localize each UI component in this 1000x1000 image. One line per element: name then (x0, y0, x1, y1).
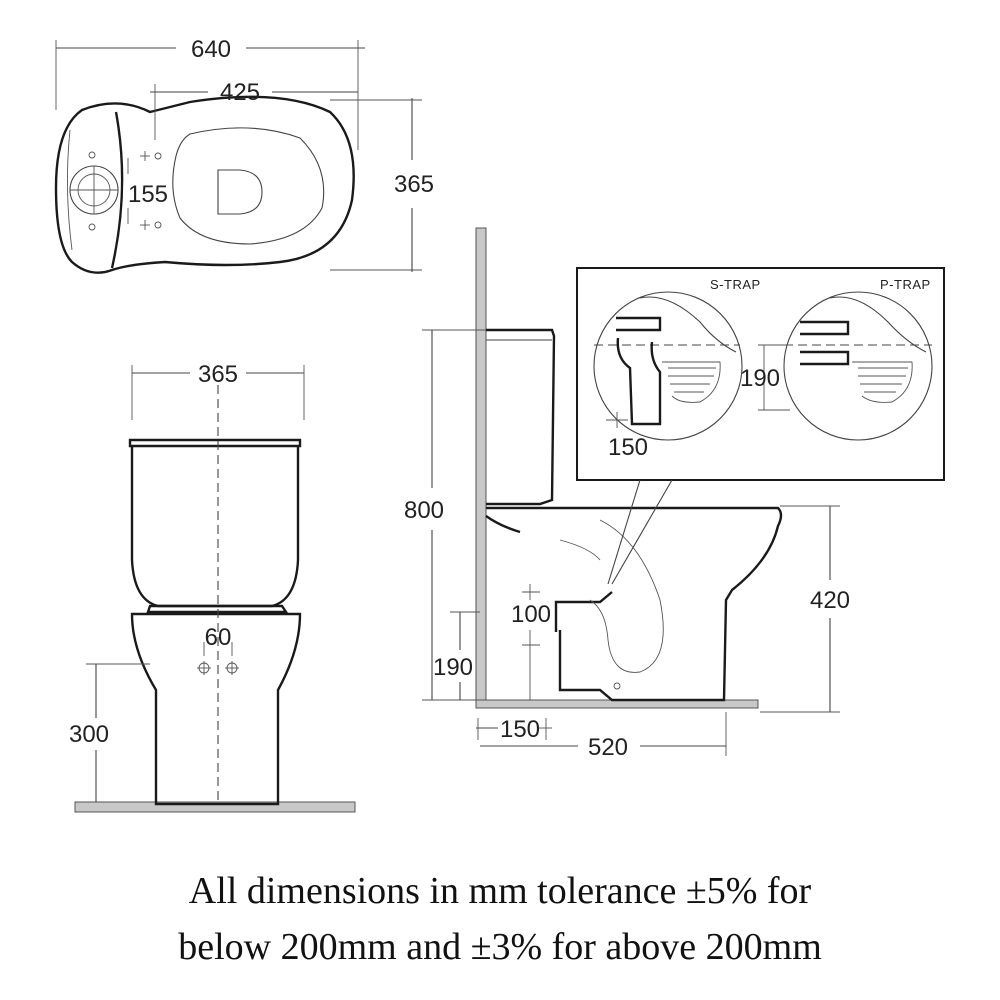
side-inlet-height: 100 (511, 601, 551, 628)
front-width: 365 (198, 361, 238, 388)
side-outlet-height-floor: 190 (433, 654, 473, 681)
side-overall-projection: 520 (588, 734, 628, 761)
side-overall-height: 800 (404, 497, 444, 524)
detail-leader (607, 479, 641, 585)
side-bowl (486, 506, 783, 702)
detail-leader (611, 479, 673, 585)
tolerance-note-line-2: below 200mm and ±3% for above 200mm (178, 926, 822, 968)
front-floor (74, 801, 356, 813)
plan-view: 640 425 365 155 (54, 36, 434, 274)
side-trapway (589, 519, 664, 673)
plan-overall-length: 640 (191, 36, 231, 63)
side-seat-height: 420 (810, 587, 850, 614)
front-view: 60 365 300 (69, 361, 356, 813)
plan-cistern (110, 111, 124, 269)
front-pedestal (130, 612, 302, 806)
plan-outline (54, 95, 355, 274)
side-view: 800 420 100 190 150 520 (404, 227, 850, 761)
front-cistern (130, 446, 300, 608)
tolerance-note-line-1: All dimensions in mm tolerance ±5% for (188, 870, 812, 912)
plan-cistern-inner (66, 129, 73, 251)
plan-seat (172, 127, 325, 245)
front-cistern-lid (128, 438, 302, 448)
front-fixing-height: 300 (69, 721, 109, 748)
p-trap-diagram (758, 291, 933, 441)
p-trap-label: P-TRAP (880, 277, 931, 292)
plan-bolt-hole (154, 221, 162, 229)
s-trap-diagram (593, 291, 743, 441)
side-wall-to-outlet: 150 (500, 716, 540, 743)
plan-seat-opening (217, 169, 263, 215)
p-trap-dimension: 190 (740, 365, 780, 392)
front-seat (146, 604, 289, 614)
plan-bolt-hole (154, 152, 162, 160)
side-wall (475, 227, 487, 709)
side-cistern (486, 328, 556, 506)
s-trap-label: S-TRAP (710, 277, 761, 292)
plan-bowl-length: 425 (220, 79, 260, 106)
s-trap-dimension: 150 (608, 434, 648, 461)
trap-detail: S-TRAP P-TRAP 150 (576, 267, 945, 585)
detail-frame (576, 267, 945, 481)
front-fixing-spacing: 60 (205, 624, 232, 651)
plan-width: 365 (394, 171, 434, 198)
plan-fixing-spacing: 155 (128, 181, 168, 208)
